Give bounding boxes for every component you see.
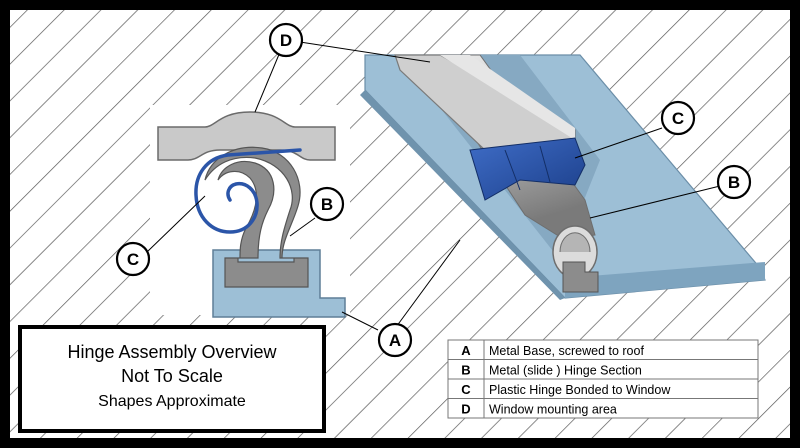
legend-table: A Metal Base, screwed to roof B Metal (s…: [447, 339, 759, 419]
svg-text:Window mounting area: Window mounting area: [489, 403, 617, 417]
legend-row: D Window mounting area: [461, 402, 617, 417]
plastic-hinge-seam: [539, 145, 551, 183]
title-line-3: Shapes Approximate: [98, 393, 246, 410]
svg-text:C: C: [127, 250, 139, 269]
metal-base-3d-edge: [360, 90, 565, 300]
callout-c-right: C: [660, 100, 696, 136]
svg-text:B: B: [321, 195, 333, 214]
metal-base-3d-front: [565, 262, 765, 298]
callout-b-left: B: [309, 186, 345, 222]
metal-hinge-section: [204, 146, 309, 288]
window-mount-section: [157, 111, 336, 161]
legend-row: C Plastic Hinge Bonded to Window: [461, 382, 671, 397]
svg-text:Plastic Hinge Bonded to Window: Plastic Hinge Bonded to Window: [489, 383, 671, 397]
isometric-view: [360, 54, 766, 300]
legend-row: A Metal Base, screwed to roof: [461, 343, 644, 358]
callout-c-left: C: [115, 241, 151, 277]
callout-a: A: [377, 322, 413, 358]
callout-lines: [146, 41, 721, 339]
metal-hinge-foot: [562, 261, 599, 293]
callout-b-right: B: [716, 164, 752, 200]
title-box: Hinge Assembly Overview Not To Scale Sha…: [18, 325, 326, 433]
plastic-hinge-section: [194, 148, 302, 234]
svg-text:C: C: [672, 109, 684, 128]
legend-row: B Metal (slide ) Hinge Section: [461, 363, 642, 378]
svg-text:D: D: [461, 402, 470, 417]
callout-d: D: [268, 22, 304, 58]
svg-text:B: B: [728, 173, 740, 192]
title-line-1: Hinge Assembly Overview: [67, 342, 277, 362]
svg-text:B: B: [461, 363, 470, 378]
cross-section-view: [157, 111, 346, 318]
svg-text:A: A: [461, 343, 471, 358]
title-line-2: Not To Scale: [121, 366, 223, 386]
svg-text:Metal Base, screwed to roof: Metal Base, screwed to roof: [489, 344, 644, 358]
svg-text:Metal (slide ) Hinge Section: Metal (slide ) Hinge Section: [489, 364, 642, 378]
svg-text:A: A: [389, 331, 401, 350]
plastic-hinge-3d: [469, 137, 586, 201]
window-mount-3d-top: [440, 55, 575, 140]
rod-hollow: [559, 232, 591, 253]
svg-text:D: D: [280, 31, 292, 50]
plastic-hinge-seam: [504, 149, 521, 191]
svg-text:C: C: [461, 382, 471, 397]
